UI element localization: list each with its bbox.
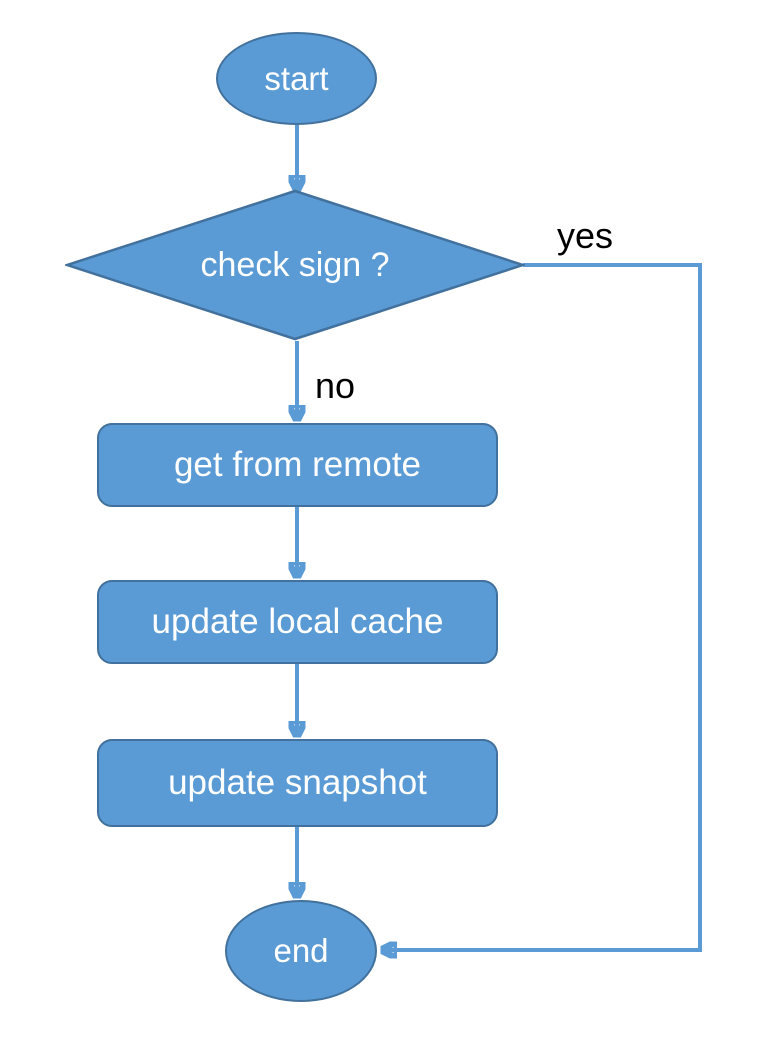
node-update-local-cache: update local cache [97, 580, 498, 664]
diamond-shape [65, 189, 525, 341]
node-decision-label: check sign ? [200, 245, 390, 284]
node-update-snapshot-label: update snapshot [168, 763, 427, 802]
edge-label-no: no [315, 365, 356, 406]
node-update-local-cache-label: update local cache [151, 602, 444, 641]
edge-label-yes: yes [557, 215, 614, 256]
node-end-label: end [273, 932, 329, 969]
node-decision: check sign ? [65, 189, 525, 341]
node-update-snapshot: update snapshot [97, 739, 498, 827]
node-start: start [216, 32, 377, 125]
node-get-from-remote: get from remote [97, 423, 498, 507]
node-start-label: start [264, 59, 329, 97]
edge-decision-yes-to-end [382, 263, 702, 950]
node-end: end [225, 900, 377, 1002]
node-get-from-remote-label: get from remote [173, 445, 422, 484]
